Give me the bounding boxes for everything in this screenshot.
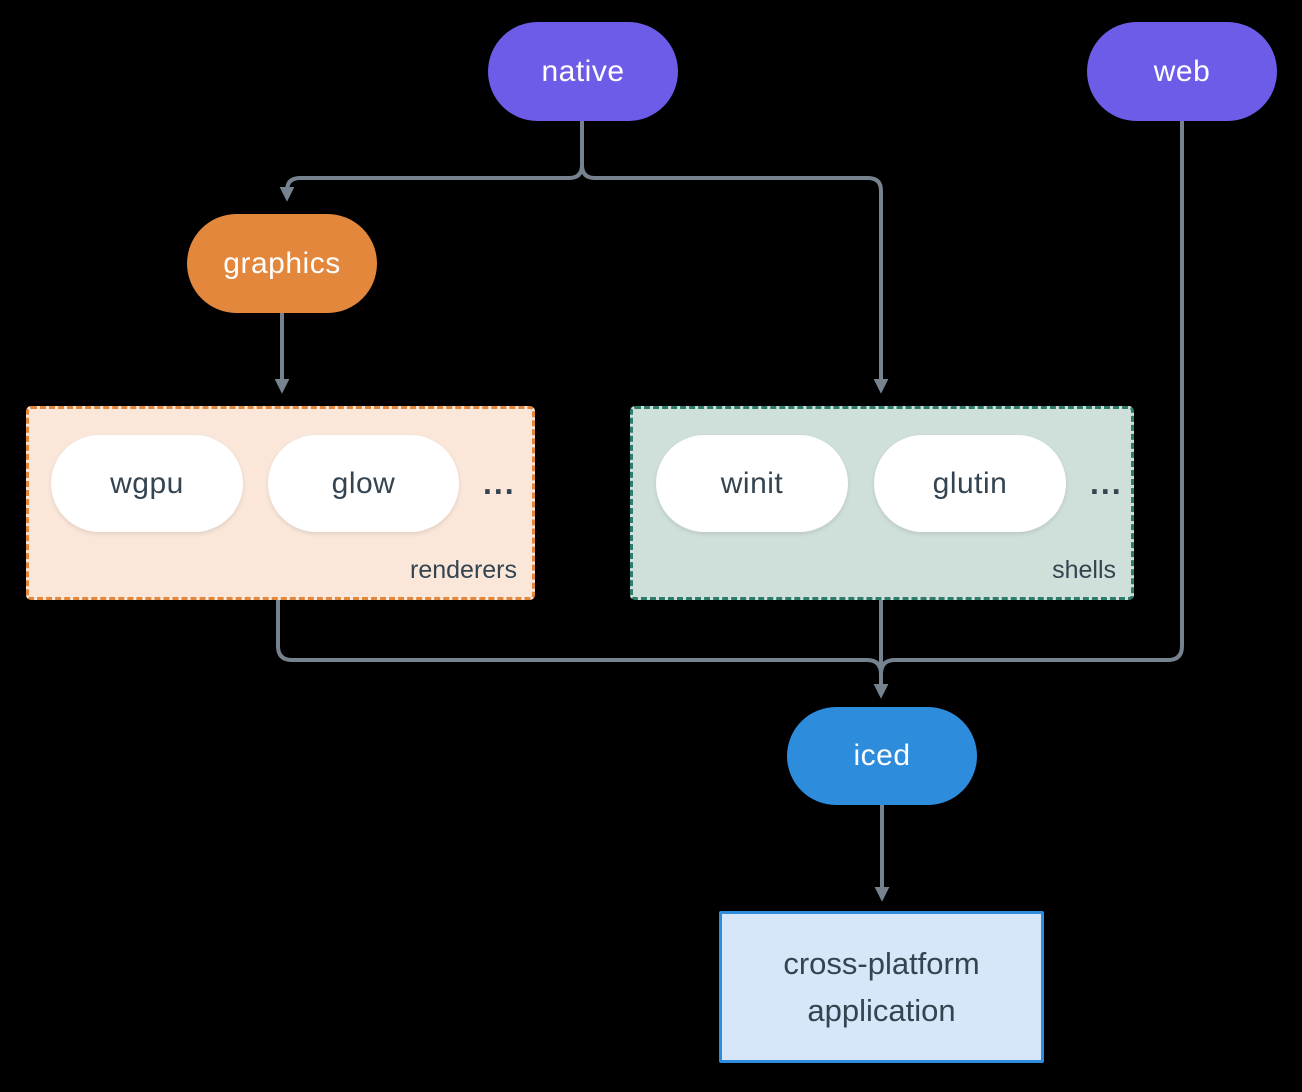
node-winit: winit xyxy=(656,435,848,532)
node-wgpu-label: wgpu xyxy=(110,466,184,500)
node-graphics-label: graphics xyxy=(223,246,341,280)
node-native: native xyxy=(488,22,678,121)
shells-ellipsis: ... xyxy=(1090,465,1123,501)
group-shells: winit glutin ... shells xyxy=(630,406,1134,600)
node-winit-label: winit xyxy=(720,466,784,500)
node-web-label: web xyxy=(1153,54,1211,88)
edge-native-to-graphics xyxy=(279,121,584,202)
edge-native-to-shells xyxy=(580,121,889,394)
node-iced-label: iced xyxy=(853,739,911,772)
edge-renderers-to-merge xyxy=(276,600,883,675)
node-wgpu: wgpu xyxy=(51,435,243,532)
node-glutin: glutin xyxy=(874,435,1066,532)
node-application-label: cross-platform application xyxy=(783,946,980,1028)
renderers-ellipsis: ... xyxy=(483,465,516,501)
node-iced: iced xyxy=(787,707,977,805)
renderers-group-label: renderers xyxy=(410,556,517,584)
node-web: web xyxy=(1087,22,1277,121)
node-graphics: graphics xyxy=(187,214,377,313)
node-cross-platform-application: cross-platform application xyxy=(719,911,1044,1063)
shells-group-label: shells xyxy=(1052,556,1116,584)
node-glutin-label: glutin xyxy=(932,466,1008,500)
node-native-label: native xyxy=(541,54,625,88)
group-renderers: wgpu glow ... renderers xyxy=(26,406,535,600)
node-glow-label: glow xyxy=(331,466,396,500)
node-glow: glow xyxy=(268,435,459,532)
